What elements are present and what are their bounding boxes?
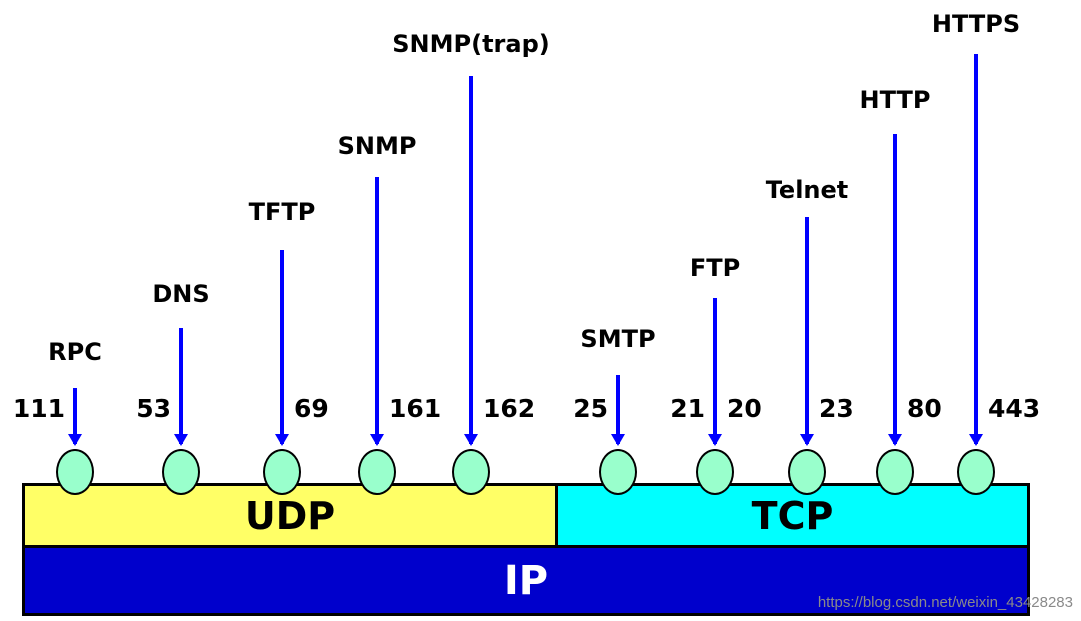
port-number-rpc: 111: [12, 394, 65, 423]
arrow-https: [969, 54, 983, 446]
port-number-https: 443: [988, 394, 1041, 423]
arrow-ftp: [708, 298, 722, 446]
ip-layer: IP: [22, 545, 1030, 616]
port-circle-ftp: [696, 449, 734, 495]
port-circle-https: [957, 449, 995, 495]
udp-label: UDP: [244, 493, 336, 538]
port-number-dns: 53: [136, 394, 171, 423]
protocol-label-snmp-trap: SNMP(trap): [392, 30, 550, 58]
protocol-label-ftp: FTP: [689, 254, 741, 282]
port-number-tftp: 69: [294, 394, 329, 423]
protocol-label-https: HTTPS: [931, 10, 1021, 38]
port-circle-snmp: [358, 449, 396, 495]
port-number-telnet: 23: [819, 394, 854, 423]
watermark: https://blog.csdn.net/weixin_43428283: [817, 594, 1073, 611]
arrow-snmp: [370, 177, 384, 446]
arrow-rpc: [68, 388, 82, 446]
protocol-label-http: HTTP: [859, 86, 931, 114]
protocol-label-tftp: TFTP: [248, 198, 316, 226]
port-number-ftp: 21: [670, 394, 705, 423]
port-number-smtp: 25: [573, 394, 608, 423]
protocol-label-snmp: SNMP: [337, 132, 417, 160]
tcp-layer: TCP: [555, 483, 1030, 548]
port-circle-telnet: [788, 449, 826, 495]
port-circle-smtp: [599, 449, 637, 495]
tcp-label: TCP: [751, 493, 834, 538]
port-number-snmp: 161: [389, 394, 442, 423]
arrow-snmp-trap: [464, 76, 478, 446]
port-circle-rpc: [56, 449, 94, 495]
port-circle-tftp: [263, 449, 301, 495]
arrow-smtp: [611, 375, 625, 446]
protocol-label-dns: DNS: [152, 280, 210, 308]
arrow-dns: [174, 328, 188, 446]
ip-label: IP: [503, 557, 549, 604]
port-number-ftp-2: 20: [727, 394, 762, 423]
protocol-label-smtp: SMTP: [580, 325, 656, 353]
port-circle-http: [876, 449, 914, 495]
arrow-http: [888, 134, 902, 446]
arrow-telnet: [800, 217, 814, 446]
port-number-snmp-trap: 162: [483, 394, 536, 423]
arrow-tftp: [275, 250, 289, 446]
protocol-label-rpc: RPC: [48, 338, 102, 366]
port-circle-snmp-trap: [452, 449, 490, 495]
protocol-label-telnet: Telnet: [765, 176, 849, 204]
port-circle-dns: [162, 449, 200, 495]
port-number-http: 80: [907, 394, 942, 423]
